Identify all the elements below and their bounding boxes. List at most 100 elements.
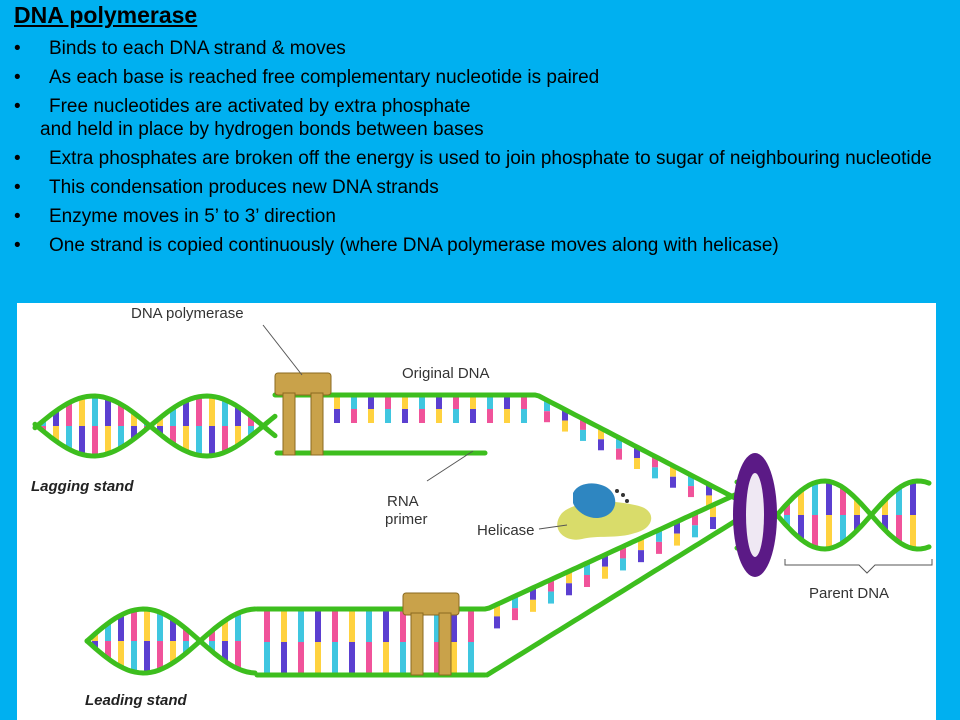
base-pair (584, 563, 590, 575)
base-pair (910, 481, 916, 515)
polymerase-cap (402, 592, 460, 616)
backbone-strands (32, 392, 932, 678)
base-pair (53, 426, 59, 442)
base-pair (784, 503, 790, 515)
base-pair (436, 409, 442, 423)
base-pair (504, 395, 510, 409)
base-pair (798, 515, 804, 540)
base-pair (688, 486, 694, 498)
base-pair (157, 417, 163, 426)
base-pair (144, 641, 150, 673)
base-pair (105, 641, 111, 659)
base-pair (349, 611, 355, 642)
base-pair (670, 476, 676, 488)
base-pair (487, 395, 493, 409)
base-pair (634, 447, 640, 458)
base-pair (638, 538, 644, 551)
base-pair (118, 426, 124, 448)
base-pair (620, 558, 626, 571)
base-pair (530, 587, 536, 600)
base-pair (656, 529, 662, 542)
slide-title: DNA polymerase (14, 2, 198, 28)
helicase-enzyme (557, 483, 652, 540)
base-pair (209, 641, 215, 652)
bullet-text: Free nucleotides are activated by extra … (49, 96, 471, 117)
base-pair (616, 437, 622, 449)
base-pair (53, 410, 59, 426)
base-pair (826, 481, 832, 515)
base-pair (544, 400, 550, 412)
bullet-item: •This condensation produces new DNA stra… (14, 176, 954, 199)
base-pair (248, 426, 254, 436)
base-pair (616, 448, 622, 460)
base-pair (366, 611, 372, 642)
base-pair (315, 611, 321, 642)
base-pair (170, 641, 176, 663)
base-pair (400, 642, 406, 673)
base-pair (521, 395, 527, 409)
base-pair (548, 579, 554, 592)
base-pair (896, 487, 902, 515)
dna-polymerase-bottom (402, 592, 460, 676)
dna-polymerase-top (274, 372, 332, 456)
base-pair (92, 641, 98, 649)
base-pair (854, 515, 860, 531)
base-pair (656, 541, 662, 554)
base-pair (157, 641, 163, 670)
base-pair (351, 395, 357, 409)
base-pair (710, 505, 716, 518)
base-pair (692, 525, 698, 538)
base-pair (131, 641, 137, 672)
bullet-item: •Binds to each DNA strand & moves (14, 37, 954, 60)
polymerase-leg (410, 612, 424, 676)
base-pair (298, 642, 304, 673)
base-pair (521, 409, 527, 423)
base-pair (451, 642, 457, 673)
label-parent-dna: Parent DNA (809, 585, 889, 602)
base-pair (334, 395, 340, 409)
label-rna-primer-2: primer (385, 511, 428, 528)
bullet-marker: • (14, 38, 21, 59)
base-pair (222, 620, 228, 641)
label-rna-primer-1: RNA (387, 493, 419, 510)
bullet-marker: • (14, 96, 21, 117)
base-pair (602, 566, 608, 579)
base-pair (235, 406, 241, 426)
base-pair (634, 458, 640, 469)
base-pair (910, 515, 916, 549)
base-pair (434, 611, 440, 642)
lagging-helix-backbone (32, 393, 278, 459)
base-pair (402, 395, 408, 409)
base-pair (332, 642, 338, 673)
base-pair (144, 609, 150, 641)
base-pair (812, 515, 818, 548)
base-pair (584, 575, 590, 587)
leader-line-polymerase (262, 324, 303, 376)
base-pair (812, 482, 818, 515)
base-pair (840, 487, 846, 515)
base-pair (688, 475, 694, 487)
base-pair (264, 611, 270, 642)
bullet-marker: • (14, 235, 21, 256)
label-helicase: Helicase (477, 522, 535, 539)
bullet-list: •Binds to each DNA strand & moves •As ea… (14, 37, 954, 263)
base-pair (706, 495, 712, 507)
base-pair (332, 611, 338, 642)
base-pair (170, 426, 176, 444)
base-pair (105, 426, 111, 454)
base-pair (530, 599, 536, 612)
base-pair (196, 396, 202, 426)
helicase-dot (625, 499, 629, 503)
base-pair (544, 411, 550, 423)
base-pair (882, 515, 888, 531)
leading-helix-backbone (84, 606, 258, 676)
helicase-blue-domain (573, 483, 616, 519)
label-dna-polymerase: DNA polymerase (131, 305, 244, 322)
base-pair (196, 426, 202, 456)
base-pair (580, 429, 586, 441)
bullet-item: •As each base is reached free complement… (14, 66, 954, 89)
base-pair (854, 499, 860, 515)
bullet-text: and held in place by hydrogen bonds betw… (40, 119, 484, 140)
base-pair (436, 395, 442, 409)
bullet-item: •One strand is copied continuously (wher… (14, 234, 954, 257)
